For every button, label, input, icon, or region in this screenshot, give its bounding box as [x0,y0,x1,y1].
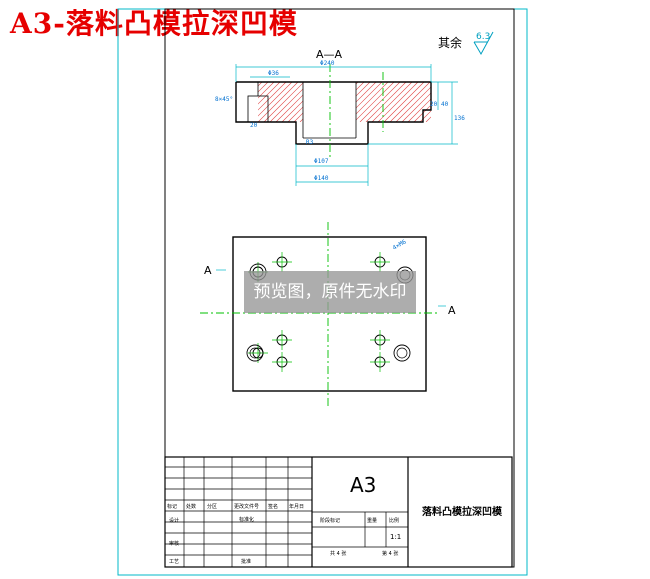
dim-right-small: 20 [430,101,438,108]
hatch-left [258,82,303,122]
role-label-design: 设计 [169,517,179,524]
dim-bore-outer: Φ140 [314,175,329,182]
sheet-size: A3 [350,473,376,497]
std-label: 标准化 [239,516,254,523]
dim-pin-depth: 20 [250,122,258,129]
section-view [235,64,458,186]
weight-label: 重量 [367,517,377,524]
roughness-prefix: 其余 [438,35,462,50]
roughness-symbol [473,31,494,56]
part-name: 落料凸模拉深凹模 [422,505,503,518]
section-arrow-right: A [448,304,456,317]
scale-value: 1:1 [390,533,401,541]
section-arrow-left: A [204,264,212,277]
hole-large [393,344,411,362]
role-label-review: 审核 [169,540,179,547]
row-label-4: 签名 [268,503,278,510]
row-label-0: 标记 [167,503,177,510]
scale-label: 比例 [389,517,399,524]
dim-shoulder: R3 [306,139,314,146]
row-label-2: 分区 [207,503,217,510]
stage-label: 阶段标记 [320,517,340,524]
dim-bore-inner: Φ107 [314,158,329,165]
sheet-count-left: 共 4 张 [330,550,346,557]
role-label-process: 工艺 [169,559,179,565]
row-label-5: 年月日 [289,503,304,510]
dim-side-pin: 8×45° [215,96,233,103]
page-title: A3-落料凸模拉深凹模 [10,7,298,40]
title-block [164,456,513,568]
approve-label: 批准 [241,558,251,565]
roughness-value: 6.3 [476,32,490,42]
row-label-1: 处数 [186,503,196,510]
row-label-3: 更改文件号 [234,503,259,510]
hatch-right [356,82,431,122]
watermark: 预览图，原件无水印 [244,271,416,313]
dim-height-total: 136 [454,115,465,122]
dim-pin-hole: Φ36 [268,70,279,77]
dim-thread: 4×M6 [392,238,408,251]
section-label: A—A [316,48,343,61]
dim-outer-width: Φ240 [320,60,335,67]
sheet-count-right: 第 4 张 [382,550,398,557]
hole-large [246,344,264,362]
dim-height-inner: 40 [441,101,449,108]
plan-view [200,222,446,408]
